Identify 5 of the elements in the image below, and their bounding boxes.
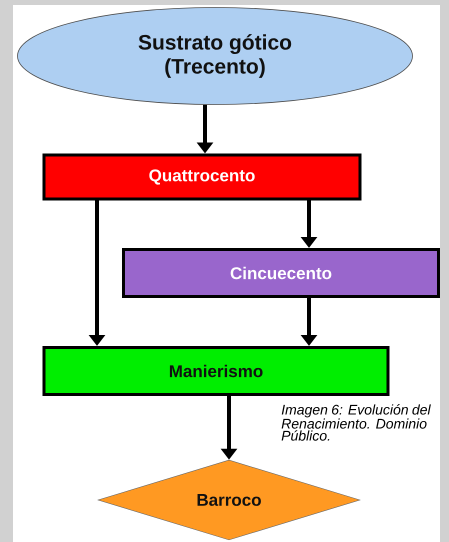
ellipse-node: Sustrato gótico (Trecento): [17, 7, 413, 105]
process-box: Manierismo: [42, 346, 390, 396]
process-box: Quattrocento: [42, 154, 362, 200]
caption: Imagen 6: Evolución del Renacimiento. Dominio Público.: [282, 404, 431, 441]
process-box: Cincuecento: [122, 248, 440, 298]
